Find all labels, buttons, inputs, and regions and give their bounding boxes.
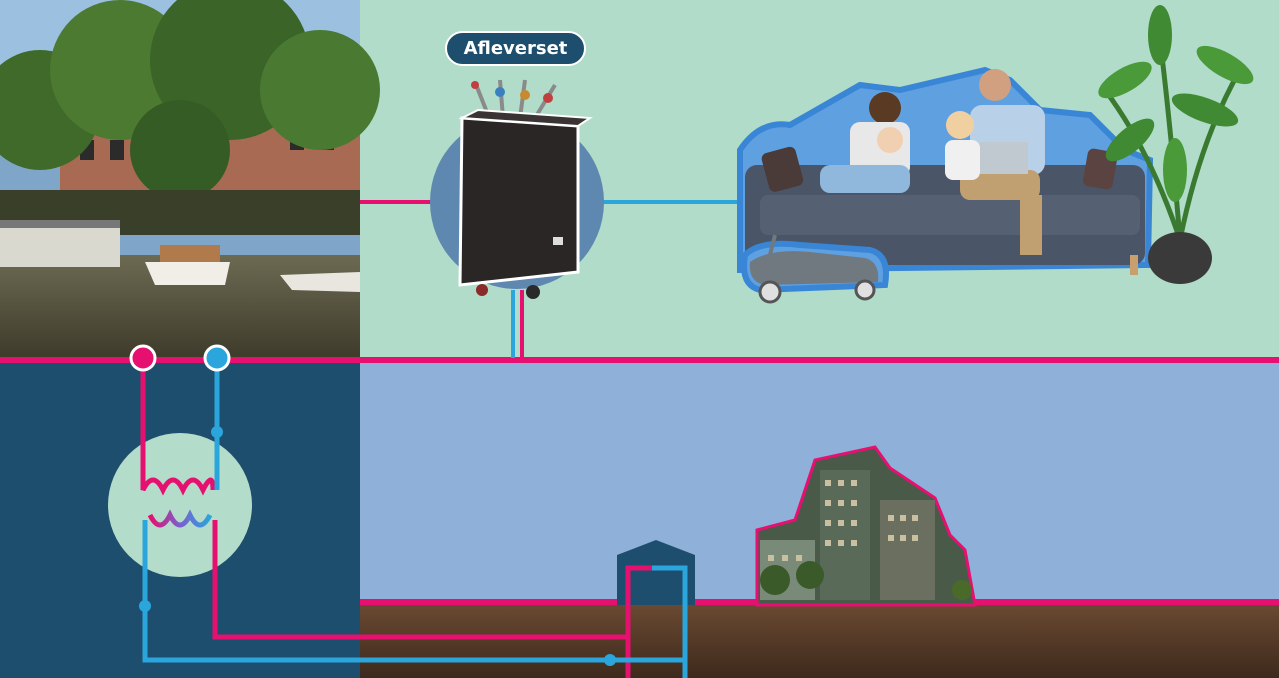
toy-car-icon	[741, 234, 889, 304]
delivery-set-label: Afleverset	[445, 31, 586, 66]
delivery-set-icon	[430, 79, 604, 299]
soil-layer	[360, 603, 1279, 678]
family-on-sofa-icon	[737, 66, 1154, 275]
heat-exchanger-icon	[108, 344, 630, 663]
potted-plant-icon	[1098, 5, 1254, 284]
canal-photo-icon	[0, 0, 380, 360]
pump-house-icon	[604, 540, 695, 678]
apartment-building-icon	[755, 445, 977, 607]
